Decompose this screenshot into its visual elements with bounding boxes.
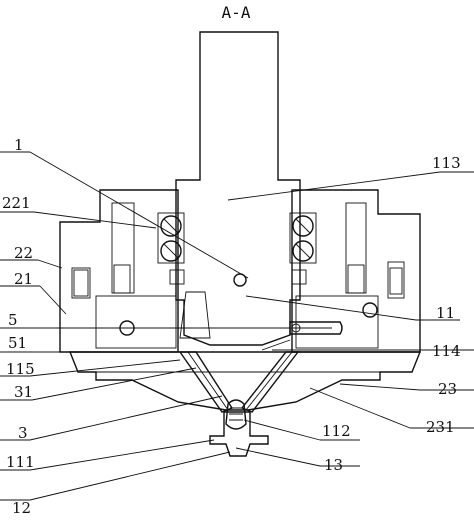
label-1: 1	[14, 136, 24, 154]
bearing-right	[289, 212, 317, 264]
label-5: 5	[8, 311, 18, 329]
central-spindle	[175, 31, 301, 346]
label-3: 3	[18, 424, 28, 442]
housing-hole-right	[362, 302, 378, 318]
label-113: 113	[432, 154, 461, 172]
label-111: 111	[6, 453, 35, 471]
label-115: 115	[6, 360, 35, 378]
section-title: A-A	[222, 3, 251, 22]
lower-flange	[68, 351, 422, 411]
leader-lines	[0, 151, 474, 501]
label-231: 231	[426, 418, 455, 436]
label-21: 21	[14, 270, 33, 288]
label-23: 23	[438, 380, 457, 398]
label-114: 114	[432, 342, 461, 360]
label-112: 112	[322, 422, 351, 440]
label-13: 13	[324, 456, 343, 474]
screw-left	[169, 269, 185, 285]
spindle-hole	[233, 273, 247, 287]
label-11: 11	[436, 304, 455, 322]
bearing-left	[157, 212, 185, 264]
label-51: 51	[8, 334, 27, 352]
label-31: 31	[14, 383, 33, 401]
nozzle-tip	[209, 399, 269, 457]
label-22: 22	[14, 244, 33, 262]
nozzle-arms	[178, 351, 300, 413]
label-12: 12	[12, 499, 31, 517]
screw-right	[291, 269, 307, 285]
label-221: 221	[2, 194, 31, 212]
